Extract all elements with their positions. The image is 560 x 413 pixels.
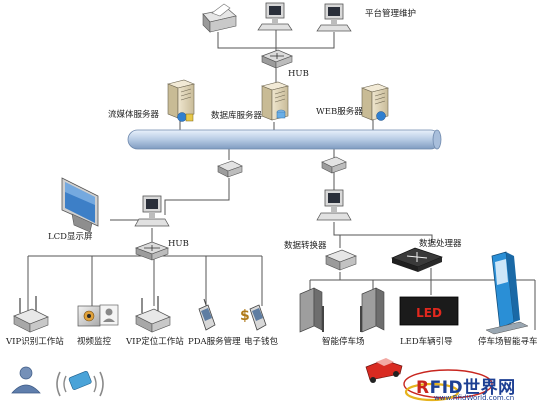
pda-service-label: PDA服务管理 bbox=[188, 337, 241, 347]
car-search-kiosk-icon bbox=[485, 251, 529, 335]
left-switch-icon bbox=[217, 160, 243, 178]
top-hub-icon bbox=[261, 49, 293, 69]
web-server-icon bbox=[361, 83, 389, 121]
left-hub-icon bbox=[135, 241, 169, 261]
brand-url: www.RfidWorld.com.cn bbox=[434, 394, 515, 402]
lcd-screen-label: LCD显示屏 bbox=[48, 232, 93, 242]
platform-maintenance-label: 平台管理维护 bbox=[365, 9, 417, 19]
led-sign-icon: LED bbox=[399, 296, 459, 326]
video-camera-icon bbox=[77, 304, 119, 327]
data-processor-label: 数据处理器 bbox=[419, 239, 462, 249]
top-hub-label: HUB bbox=[288, 69, 309, 79]
vip-location-reader-icon bbox=[135, 296, 171, 333]
right-switch-icon bbox=[321, 156, 347, 174]
left-hub-label: HUB bbox=[168, 239, 189, 249]
brand-name-rest: FID世界网 bbox=[429, 378, 516, 398]
database-server-icon bbox=[261, 81, 289, 121]
rfid-card-icon bbox=[56, 370, 104, 397]
right-workstation-icon bbox=[316, 189, 352, 221]
e-wallet-icon: $ bbox=[240, 304, 267, 331]
vip-location-label: VIP定位工作站 bbox=[126, 337, 184, 347]
pda-icon bbox=[198, 298, 216, 331]
left-workstation-icon bbox=[134, 195, 170, 227]
parking-reader-2-icon bbox=[360, 287, 385, 333]
e-wallet-label: 电子钱包 bbox=[244, 337, 279, 347]
lcd-screen-icon bbox=[61, 177, 99, 233]
data-converter-label: 数据转换器 bbox=[284, 241, 327, 251]
red-car-icon bbox=[365, 358, 403, 383]
database-server-label: 数据库服务器 bbox=[211, 111, 263, 121]
vip-recognition-label: VIP识别工作站 bbox=[6, 337, 64, 347]
led-sign-text: LED bbox=[416, 306, 442, 320]
user-avatar-icon bbox=[11, 366, 41, 394]
vip-recognition-reader-icon bbox=[13, 296, 49, 333]
platform-computer-2-icon bbox=[316, 3, 352, 32]
web-server-label: WEB服务器 bbox=[316, 107, 363, 117]
rfid-world-logo-icon bbox=[403, 369, 493, 402]
svg-text:$: $ bbox=[240, 308, 250, 324]
stream-media-server-icon bbox=[167, 79, 195, 122]
data-processor-icon bbox=[391, 247, 443, 272]
brand-name: RFID世界网 bbox=[416, 373, 516, 398]
platform-computer-1-icon bbox=[257, 2, 293, 31]
network-backbone bbox=[127, 129, 442, 150]
brand-name-prefix: R bbox=[416, 378, 430, 398]
stream-media-server-label: 流媒体服务器 bbox=[108, 110, 160, 120]
video-monitor-label: 视频监控 bbox=[77, 337, 112, 347]
parking-reader-1-icon bbox=[299, 287, 324, 333]
smart-parking-label: 智能停车场 bbox=[322, 337, 365, 347]
car-search-label: 停车场智能寻车 bbox=[478, 337, 538, 347]
printer-icon bbox=[202, 3, 237, 33]
data-converter-icon bbox=[325, 249, 357, 271]
led-guide-label: LED车辆引导 bbox=[400, 337, 453, 347]
connection-lines bbox=[27, 30, 536, 330]
